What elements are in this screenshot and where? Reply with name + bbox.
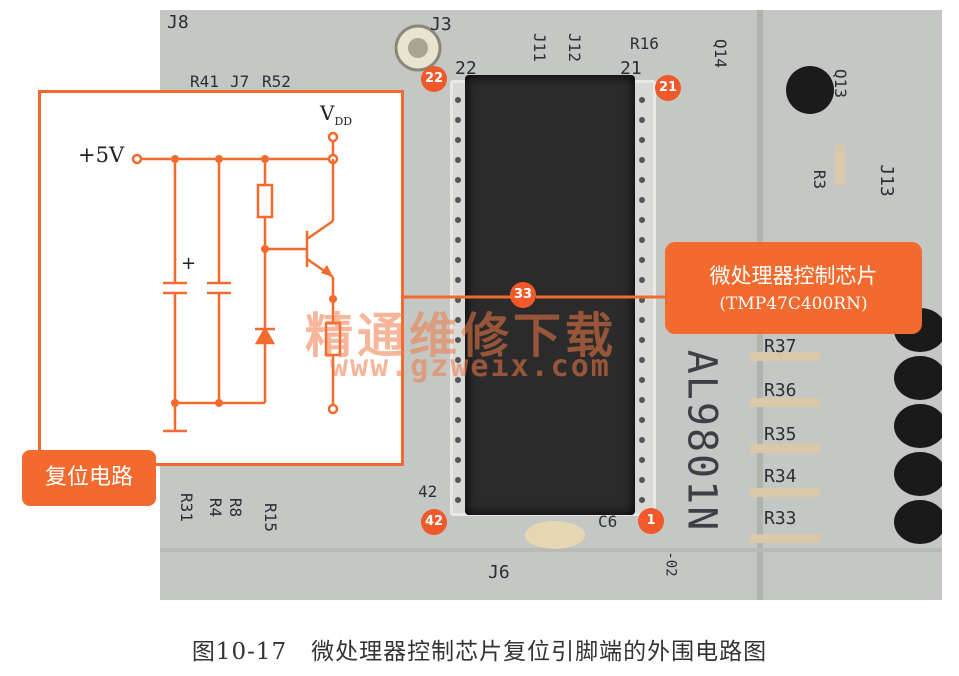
silk-label: R41 (190, 72, 219, 91)
silk-label: J12 (564, 33, 584, 62)
silk-label: R52 (262, 72, 291, 91)
silk-label: R34 (764, 466, 797, 487)
figure-caption: 图10-17 微处理器控制芯片复位引脚端的外围电路图 (191, 639, 768, 665)
callout-title: 微处理器控制芯片 (709, 264, 878, 288)
silk-label: J11 (529, 33, 549, 62)
watermark-url: www.gzweix.com (330, 349, 611, 384)
silk-label: J8 (167, 12, 189, 33)
reset-circuit-tag: 复位电路 (22, 450, 156, 506)
reset-circuit-schematic: + (38, 90, 404, 466)
silk-label: C6 (598, 512, 618, 531)
silk-label: R33 (764, 508, 797, 529)
silk-label: 42 (418, 482, 438, 501)
watermark-text: 精通维修下载 (305, 308, 618, 364)
silk-label: R16 (630, 34, 659, 53)
cap-polarity-mark: + (181, 253, 197, 274)
silk-label: Q14 (710, 39, 730, 68)
silk-label: R35 (764, 424, 797, 445)
pin-badge-22: 22 (421, 66, 447, 92)
silk-label: -02 (662, 551, 679, 577)
callout-part-number: (TMP47C400RN) (719, 294, 868, 314)
silk-label: Q13 (830, 69, 850, 98)
silk-label: R4 (206, 497, 226, 518)
silk-label: R3 (810, 169, 830, 190)
silk-label: R31 (176, 493, 196, 522)
silk-label: J13 (875, 164, 897, 197)
silk-label: 22 (455, 58, 477, 79)
pin-badge-21: 21 (655, 75, 681, 101)
vdd-label: VDD (320, 101, 353, 128)
silk-label: J7 (230, 72, 250, 91)
microcontroller-chip (465, 75, 635, 515)
schematic-drawing (131, 131, 342, 433)
chip-callout: 微处理器控制芯片 (TMP47C400RN) (665, 242, 922, 334)
chip-model-label: AL9801N (678, 349, 725, 533)
silk-label: R36 (764, 380, 797, 401)
silk-label: J3 (430, 14, 452, 35)
silk-label: J6 (488, 562, 510, 583)
silk-label: R8 (226, 497, 246, 518)
pin-badge-33: 33 (510, 282, 536, 308)
silk-label: R15 (260, 503, 280, 532)
supply-label: +5V (78, 143, 125, 167)
pin-badge-1: 1 (638, 508, 664, 534)
silk-label: R37 (764, 336, 797, 357)
pin-badge-42: 42 (421, 509, 447, 535)
silk-label: 21 (620, 58, 642, 79)
